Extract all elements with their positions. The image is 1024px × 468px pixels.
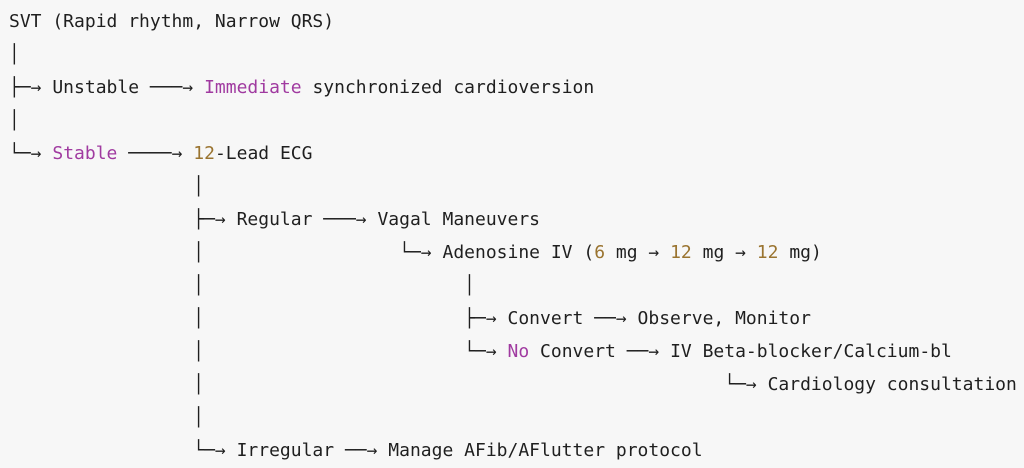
diagram-text: │ ├─→ Convert ──→ Observe, Monitor bbox=[9, 308, 811, 329]
diagram-text: -Lead ECG bbox=[214, 143, 313, 164]
diagram-text: │ └─→ bbox=[9, 341, 508, 362]
number-text: 12 bbox=[756, 242, 779, 263]
diagram-line: │ bbox=[9, 104, 1017, 137]
diagram-text: mg → bbox=[691, 242, 757, 263]
number-text: 12 bbox=[670, 242, 692, 263]
diagram-line: ├─→ Unstable ───→ Immediate synchronized… bbox=[9, 71, 1017, 104]
diagram-line: └─→ Stable ────→ 12-Lead ECG bbox=[9, 137, 1017, 170]
diagram-text: │ │ bbox=[9, 275, 475, 296]
diagram-text: │ bbox=[9, 176, 205, 197]
diagram-line: │ └─→ Cardiology consultation bbox=[9, 368, 1017, 401]
diagram-text: │ bbox=[9, 407, 205, 428]
diagram-line: │ └─→ No Convert ──→ IV Beta-blocker/Cal… bbox=[9, 335, 1017, 368]
diagram-text: └─→ bbox=[9, 143, 53, 164]
diagram-text: mg) bbox=[778, 242, 822, 263]
diagram-text: │ └─→ Cardiology consultation bbox=[9, 374, 1017, 395]
diagram-text: │ bbox=[9, 110, 20, 131]
diagram-line: ├─→ Regular ───→ Vagal Maneuvers bbox=[9, 203, 1017, 236]
diagram-line: │ ├─→ Convert ──→ Observe, Monitor bbox=[9, 302, 1017, 335]
diagram-text: ├─→ Unstable ───→ bbox=[9, 77, 205, 98]
diagram-text: mg → bbox=[605, 242, 671, 263]
diagram-line: │ │ bbox=[9, 269, 1017, 302]
keyword-text: Stable bbox=[52, 143, 118, 164]
diagram-text: SVT (Rapid rhythm, Narrow QRS) bbox=[9, 11, 335, 32]
diagram-text: synchronized cardioversion bbox=[301, 77, 595, 98]
diagram-line: └─→ Irregular ──→ Manage AFib/AFlutter p… bbox=[9, 434, 1017, 467]
diagram-text: └─→ Irregular ──→ Manage AFib/AFlutter p… bbox=[9, 440, 703, 461]
diagram-text: ────→ bbox=[117, 143, 194, 164]
diagram-text: Convert ──→ IV Beta-blocker/Calcium-bl bbox=[529, 341, 952, 362]
keyword-text: No bbox=[507, 341, 530, 362]
keyword-text: Immediate bbox=[204, 77, 302, 98]
diagram-text: │ └─→ Adenosine IV ( bbox=[9, 242, 595, 263]
number-text: 12 bbox=[193, 143, 215, 164]
diagram-line: │ bbox=[9, 401, 1017, 434]
diagram-line: │ bbox=[9, 170, 1017, 203]
diagram-text: ├─→ Regular ───→ Vagal Maneuvers bbox=[9, 209, 541, 230]
diagram-text: │ bbox=[9, 44, 20, 65]
diagram-line: │ bbox=[9, 38, 1017, 71]
svt-flowchart: SVT (Rapid rhythm, Narrow QRS) │ ├─→ Unsta… bbox=[9, 5, 1017, 467]
number-text: 6 bbox=[594, 242, 606, 263]
diagram-line: │ └─→ Adenosine IV (6 mg → 12 mg → 12 mg… bbox=[9, 236, 1017, 269]
diagram-line: SVT (Rapid rhythm, Narrow QRS) bbox=[9, 5, 1017, 38]
